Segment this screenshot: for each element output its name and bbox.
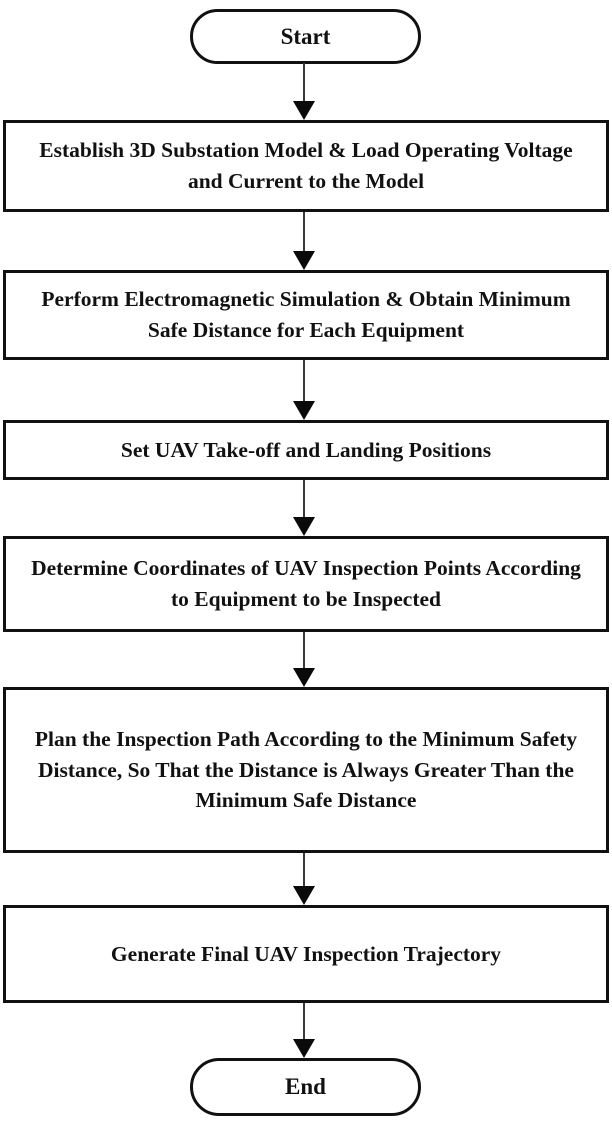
arrow-head-icon bbox=[293, 1039, 315, 1058]
flow-node-em-simulation: Perform Electromagnetic Simulation & Obt… bbox=[3, 270, 609, 360]
arrow-head-icon bbox=[293, 101, 315, 120]
flow-node-generate-trajectory: Generate Final UAV Inspection Trajectory bbox=[3, 905, 609, 1003]
arrow-start-to-step1 bbox=[292, 63, 316, 120]
flow-node-end-label: End bbox=[285, 1074, 326, 1099]
arrow-head-icon bbox=[293, 517, 315, 536]
flow-node-inspection-points-label: Determine Coordinates of UAV Inspection … bbox=[31, 556, 581, 611]
arrow-step5-to-step6 bbox=[292, 853, 316, 905]
arrow-head-icon bbox=[293, 251, 315, 270]
arrow-shaft bbox=[303, 853, 305, 886]
flow-node-establish-model: Establish 3D Substation Model & Load Ope… bbox=[3, 120, 609, 212]
arrow-head-icon bbox=[293, 886, 315, 905]
arrow-step4-to-step5 bbox=[292, 632, 316, 687]
arrow-shaft bbox=[303, 212, 305, 251]
arrow-step2-to-step3 bbox=[292, 360, 316, 420]
arrow-step3-to-step4 bbox=[292, 480, 316, 536]
arrow-shaft bbox=[303, 1003, 305, 1039]
flow-node-plan-path-label: Plan the Inspection Path According to th… bbox=[34, 727, 578, 813]
arrow-head-icon bbox=[293, 401, 315, 420]
flow-node-em-simulation-label: Perform Electromagnetic Simulation & Obt… bbox=[41, 287, 571, 342]
flow-node-inspection-points: Determine Coordinates of UAV Inspection … bbox=[3, 536, 609, 632]
arrow-shaft bbox=[303, 632, 305, 668]
flow-node-generate-trajectory-label: Generate Final UAV Inspection Trajectory bbox=[110, 941, 502, 966]
arrow-step1-to-step2 bbox=[292, 212, 316, 270]
arrow-shaft bbox=[303, 480, 305, 517]
arrow-shaft bbox=[303, 63, 305, 101]
arrow-step6-to-end bbox=[292, 1003, 316, 1058]
flow-node-takeoff-landing: Set UAV Take-off and Landing Positions bbox=[3, 420, 609, 480]
flow-node-takeoff-landing-label: Set UAV Take-off and Landing Positions bbox=[120, 437, 492, 462]
flow-node-start: Start bbox=[190, 9, 421, 64]
flow-node-end: End bbox=[190, 1058, 421, 1116]
flow-node-establish-model-label: Establish 3D Substation Model & Load Ope… bbox=[39, 138, 573, 193]
arrow-head-icon bbox=[293, 668, 315, 687]
flow-node-plan-path: Plan the Inspection Path According to th… bbox=[3, 687, 609, 853]
flow-node-start-label: Start bbox=[280, 23, 331, 49]
arrow-shaft bbox=[303, 360, 305, 401]
